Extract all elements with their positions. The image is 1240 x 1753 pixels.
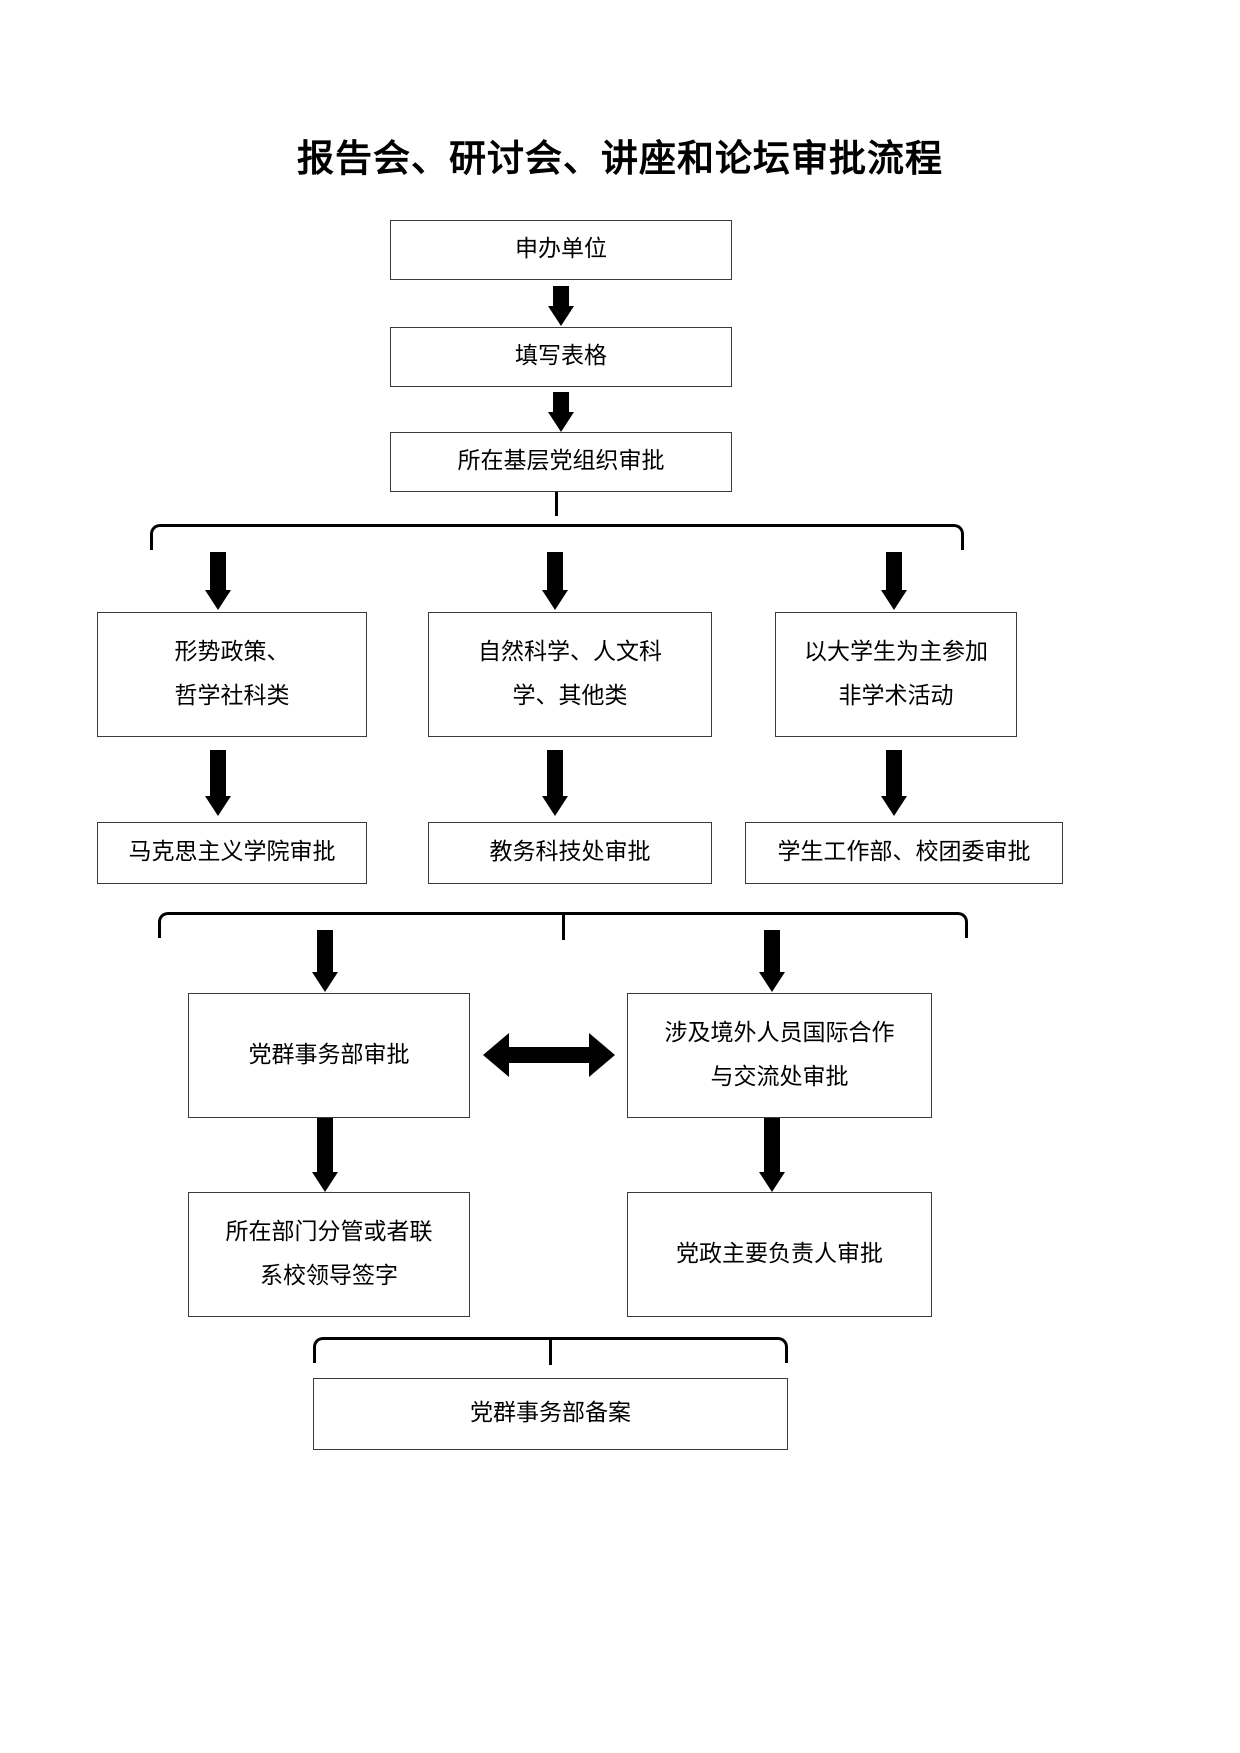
arrow-right-tip — [589, 1033, 615, 1077]
node-branch-science-line1: 自然科学、人文科 — [478, 638, 662, 665]
node-branch-policy-line2: 哲学社科类 — [174, 682, 290, 709]
arrow-bar — [509, 1047, 589, 1063]
node-international-office: 涉及境外人员国际合作 与交流处审批 — [627, 993, 932, 1118]
node-marxism-college-line1: 马克思主义学院审批 — [128, 839, 336, 866]
page-title: 报告会、研讨会、讲座和论坛审批流程 — [297, 136, 943, 180]
node-applicant-unit-line1: 申办单位 — [515, 236, 607, 263]
node-party-branch-approval-line1: 所在基层党组织审批 — [457, 448, 665, 475]
node-international-office-line2: 与交流处审批 — [710, 1063, 849, 1090]
node-final-record: 党群事务部备案 — [313, 1378, 788, 1450]
merge-brace-bottom — [313, 1325, 788, 1365]
node-marxism-college: 马克思主义学院审批 — [97, 822, 367, 884]
node-party-affairs-dept-line1: 党群事务部审批 — [248, 1041, 410, 1068]
node-fill-form: 填写表格 — [390, 327, 732, 387]
node-international-office-line1: 涉及境外人员国际合作 — [664, 1019, 895, 1046]
node-fill-form-line1: 填写表格 — [515, 343, 607, 370]
node-dept-leader-sign: 所在部门分管或者联 系校领导签字 — [188, 1192, 470, 1317]
node-branch-student-line1: 以大学生为主参加 — [804, 638, 988, 665]
node-dept-leader-sign-line1: 所在部门分管或者联 — [225, 1218, 433, 1245]
node-party-branch-approval: 所在基层党组织审批 — [390, 432, 732, 492]
node-student-affairs-line1: 学生工作部、校团委审批 — [777, 839, 1031, 866]
arrow-left-right-between-approvals — [483, 1033, 615, 1077]
node-academic-affairs-line1: 教务科技处审批 — [489, 839, 651, 866]
node-branch-policy-line1: 形势政策、 — [174, 638, 290, 665]
node-chief-officer: 党政主要负责人审批 — [627, 1192, 932, 1317]
node-applicant-unit: 申办单位 — [390, 220, 732, 280]
node-branch-student-line2: 非学术活动 — [838, 682, 954, 709]
node-chief-officer-line1: 党政主要负责人审批 — [676, 1240, 883, 1267]
node-student-affairs: 学生工作部、校团委审批 — [745, 822, 1063, 884]
arrow-left-tip — [483, 1033, 509, 1077]
merge-brace-middle — [158, 900, 968, 940]
node-final-record-line1: 党群事务部备案 — [470, 1400, 631, 1427]
node-branch-student: 以大学生为主参加 非学术活动 — [775, 612, 1017, 737]
node-party-affairs-dept: 党群事务部审批 — [188, 993, 470, 1118]
node-branch-science: 自然科学、人文科 学、其他类 — [428, 612, 712, 737]
node-branch-science-line2: 学、其他类 — [512, 682, 628, 709]
node-dept-leader-sign-line2: 系校领导签字 — [260, 1262, 398, 1289]
node-branch-policy: 形势政策、 哲学社科类 — [97, 612, 367, 737]
node-academic-affairs: 教务科技处审批 — [428, 822, 712, 884]
split-brace-top — [150, 492, 964, 550]
